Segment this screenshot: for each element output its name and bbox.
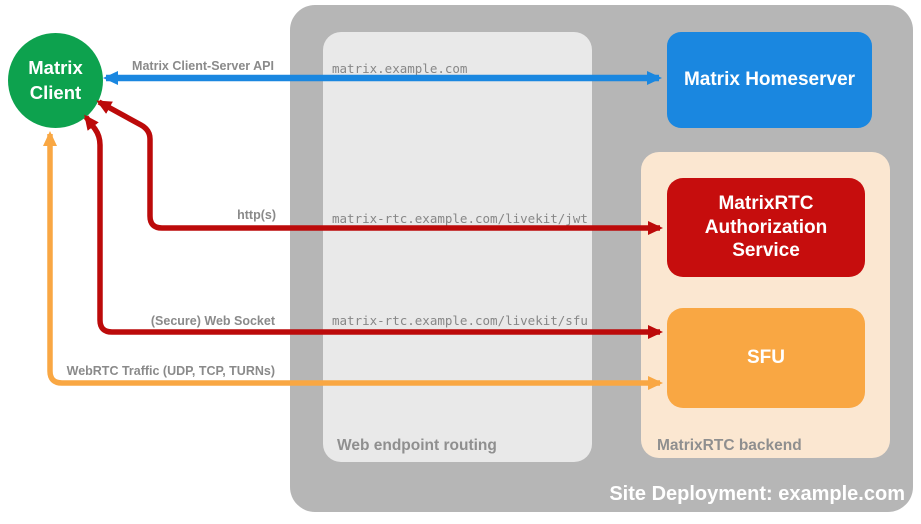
matrixrtc-auth-service-label: MatrixRTC Authorization Service	[704, 192, 828, 262]
matrix-homeserver-node: Matrix Homeserver	[667, 32, 872, 128]
sfu-label: SFU	[747, 347, 785, 368]
matrixrtc-backend-label: MatrixRTC backend	[657, 437, 802, 454]
web-endpoint-routing-panel	[323, 32, 592, 462]
client-server-api-arrow-label: Matrix Client-Server API	[132, 59, 274, 73]
matrixrtc-auth-service-node: MatrixRTC Authorization Service	[667, 178, 865, 277]
endpoint-livekit-sfu: matrix-rtc.example.com/livekit/sfu	[332, 313, 588, 328]
matrix-client-label: Matrix Client	[28, 56, 83, 103]
web-endpoint-routing-label: Web endpoint routing	[337, 437, 497, 454]
matrix-homeserver-label: Matrix Homeserver	[683, 69, 856, 90]
webrtc-arrow-label: WebRTC Traffic (UDP, TCP, TURNs)	[66, 364, 275, 378]
endpoint-livekit-jwt: matrix-rtc.example.com/livekit/jwt	[332, 211, 588, 226]
endpoint-matrix-example-com: matrix.example.com	[332, 61, 468, 76]
matrix-client-node: Matrix Client	[8, 33, 103, 128]
https-arrow-label: http(s)	[237, 208, 276, 222]
sfu-node: SFU	[667, 308, 865, 408]
site-deployment-label: Site Deployment: example.com	[609, 483, 905, 505]
websocket-arrow-label: (Secure) Web Socket	[150, 314, 275, 328]
